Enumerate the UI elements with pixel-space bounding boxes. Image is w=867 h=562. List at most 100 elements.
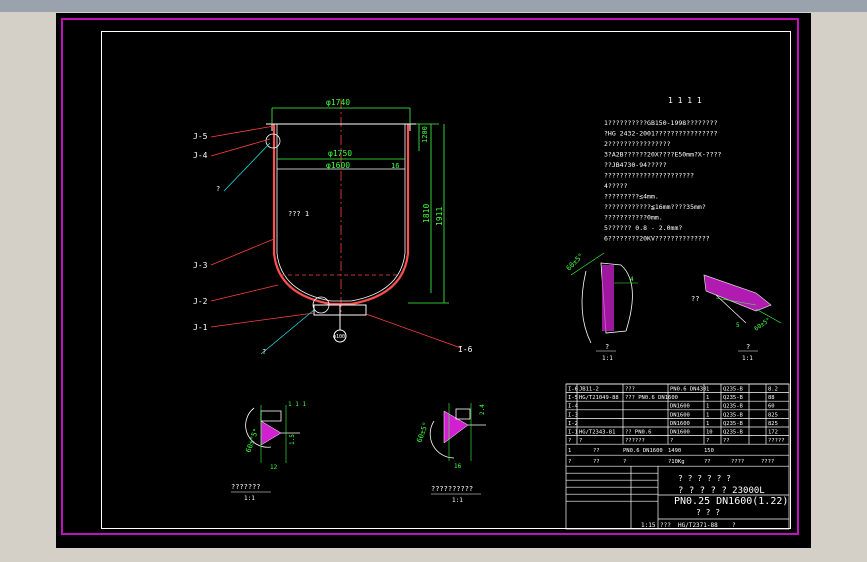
- detail-view-1: 60±°5° 1 1 1 12 1.5 ??????? 1:1: [231, 401, 306, 502]
- leader-J4: J-4: [193, 151, 208, 160]
- svg-text:HG/T2371-88: HG/T2371-88: [678, 522, 718, 529]
- bom-cell: Q235-B: [723, 395, 744, 401]
- title-line-1: ? ? ? ? ? ?: [678, 474, 731, 483]
- bom-cell: I-5: [568, 395, 578, 401]
- bom-cell: 8.2: [768, 387, 778, 393]
- svg-text:5: 5: [736, 322, 740, 329]
- bom-sub-cell: 1490: [668, 448, 681, 454]
- bom-cell: 1: [706, 387, 709, 393]
- dim-top-diameter: φ1740: [326, 98, 350, 107]
- bom-sub-cell: ??: [704, 459, 711, 465]
- bom-cell: HG/T2343-81: [579, 430, 615, 436]
- svg-text:1:1: 1:1: [742, 355, 753, 362]
- main-dimensions: [271, 107, 449, 304]
- part-leaders: [210, 125, 462, 349]
- bom-cell: ??????: [625, 438, 645, 444]
- vessel-shell-inner: [276, 124, 406, 302]
- requirement-line: ???????????????????????: [604, 172, 694, 180]
- svg-text:1.5: 1.5: [289, 434, 296, 445]
- bom-sub-cell: ????: [761, 459, 774, 465]
- svg-text:60±5°: 60±5°: [753, 317, 772, 333]
- dim-thickness: 16: [391, 162, 399, 170]
- detail-1-caption: ???????: [231, 483, 261, 491]
- bom-cell: DN1600: [670, 430, 690, 436]
- leader-I6: I-6: [458, 345, 473, 354]
- svg-text:16: 16: [454, 463, 462, 470]
- leader-J1: J-1: [193, 323, 208, 332]
- bom-cell: ?????: [768, 438, 785, 444]
- detail-view-2: 60±5° 16 2.4 ?????????? 1:1: [415, 403, 486, 504]
- svg-text:??: ??: [691, 295, 699, 303]
- svg-text:1:1: 1:1: [452, 497, 463, 504]
- bom-cell: Q235-B: [723, 430, 744, 436]
- bom-cell: ?: [706, 438, 709, 444]
- bom-cell: 60: [768, 404, 775, 410]
- bill-of-materials: [565, 383, 790, 530]
- title-line-3: PN0.25 DN1600(1.22): [674, 496, 788, 507]
- dim-total-height: 1911: [435, 207, 444, 226]
- detail-4-caption: ?: [746, 343, 750, 351]
- bom-cell: DN1600: [670, 404, 690, 410]
- bom-sub-cell: ?: [568, 459, 571, 465]
- svg-text:12: 12: [270, 464, 278, 471]
- bom-cell: I-6: [568, 387, 578, 393]
- sheet-outer-border: [61, 18, 799, 535]
- title-block: ? ? ? ? ? ? ? ? ? ? ? 23000L PN0.25 DN16…: [641, 474, 788, 529]
- bom-cell: ???: [625, 387, 635, 393]
- note-inner: ??? 1: [288, 210, 309, 218]
- svg-text:?: ?: [732, 522, 736, 529]
- requirement-line: ???????????0mm.: [604, 214, 663, 222]
- sheet-inner-border: [101, 31, 791, 529]
- requirement-line: ??JB4730-94?????: [604, 161, 667, 169]
- bom-cell: JB11-2: [579, 387, 599, 393]
- svg-text:60±5°: 60±5°: [415, 421, 430, 444]
- bom-cell: 1: [706, 404, 709, 410]
- leader-J5: J-5: [193, 132, 208, 141]
- bom-cell: Q235-B: [723, 421, 744, 427]
- detail-view-4: ?? 60±5° 5 ? 1:1: [691, 274, 782, 362]
- detail-view-3: 60±5° 4 ? 1:1: [565, 252, 638, 362]
- bom-cell: I-4: [568, 404, 579, 410]
- drawing-viewport[interactable]: φ1740 φ1750 φ1600 16 ??? 1 1810 1911 120…: [56, 13, 811, 548]
- bom-cell: 1: [706, 412, 709, 418]
- requirement-line: 6????????20KV??????????????: [604, 235, 710, 243]
- dim-mid-diameter: φ1750: [328, 149, 352, 158]
- bom-sub-cell: ?10Kg: [668, 459, 685, 465]
- bom-cell: 825: [768, 421, 778, 427]
- bom-sub-cell: ??: [593, 459, 600, 465]
- title-line-4: ? ? ?: [696, 508, 720, 517]
- vessel-shell-outer: [272, 124, 410, 306]
- requirement-line: 2????????????????: [604, 140, 671, 148]
- detail-circle-top: [265, 133, 281, 149]
- requirement-line: ?????????≤4mm.: [604, 193, 659, 201]
- requirement-line: 3?A2B??????20X????E50mm?X-????: [604, 151, 721, 159]
- main-vessel-view: φ1740 φ1750 φ1600 16 ??? 1 1810 1911 120…: [193, 98, 473, 356]
- title-line-2: ? ? ? ? ? 23000L: [678, 486, 765, 496]
- detail-2-caption: ??????????: [431, 485, 473, 493]
- bom-cell: DN1600: [670, 421, 690, 427]
- leader-J3: J-3: [193, 261, 208, 270]
- bom-cell: Q235-B: [723, 404, 744, 410]
- bom-cell: Q235-B: [723, 387, 744, 393]
- svg-text:1 1 1: 1 1 1: [288, 401, 306, 408]
- dim-rim-height: 1200: [421, 126, 429, 143]
- bom-cell: 1: [706, 421, 709, 427]
- requirement-line: ?HG 2432-2001????????????????: [604, 130, 718, 138]
- requirement-line: ????????????≦16mm????35mm?: [604, 203, 706, 211]
- bom-cell: ?? PN0.6: [625, 430, 652, 436]
- bom-cell: Q235-B: [723, 412, 744, 418]
- requirement-line: 5?????? 0.8 - 2.0mm?: [604, 224, 682, 232]
- cad-drawing: φ1740 φ1750 φ1600 16 ??? 1 1810 1911 120…: [193, 96, 790, 530]
- bom-sub-cell: ????: [731, 459, 744, 465]
- tech-title: 1 1 1 1: [668, 96, 702, 105]
- bom-sub-cell: ?: [623, 459, 626, 465]
- bom-cell: I-1: [568, 430, 578, 436]
- bom-cell: 88: [768, 395, 775, 401]
- technical-requirements: 1 1 1 1 1??????????GB150-1998???????? ?H…: [604, 96, 721, 243]
- detail-3-caption: ?: [605, 343, 609, 351]
- detail-circle-bottom: [312, 296, 330, 314]
- bom-cell: 825: [768, 412, 778, 418]
- leader-J2: J-2: [193, 297, 208, 306]
